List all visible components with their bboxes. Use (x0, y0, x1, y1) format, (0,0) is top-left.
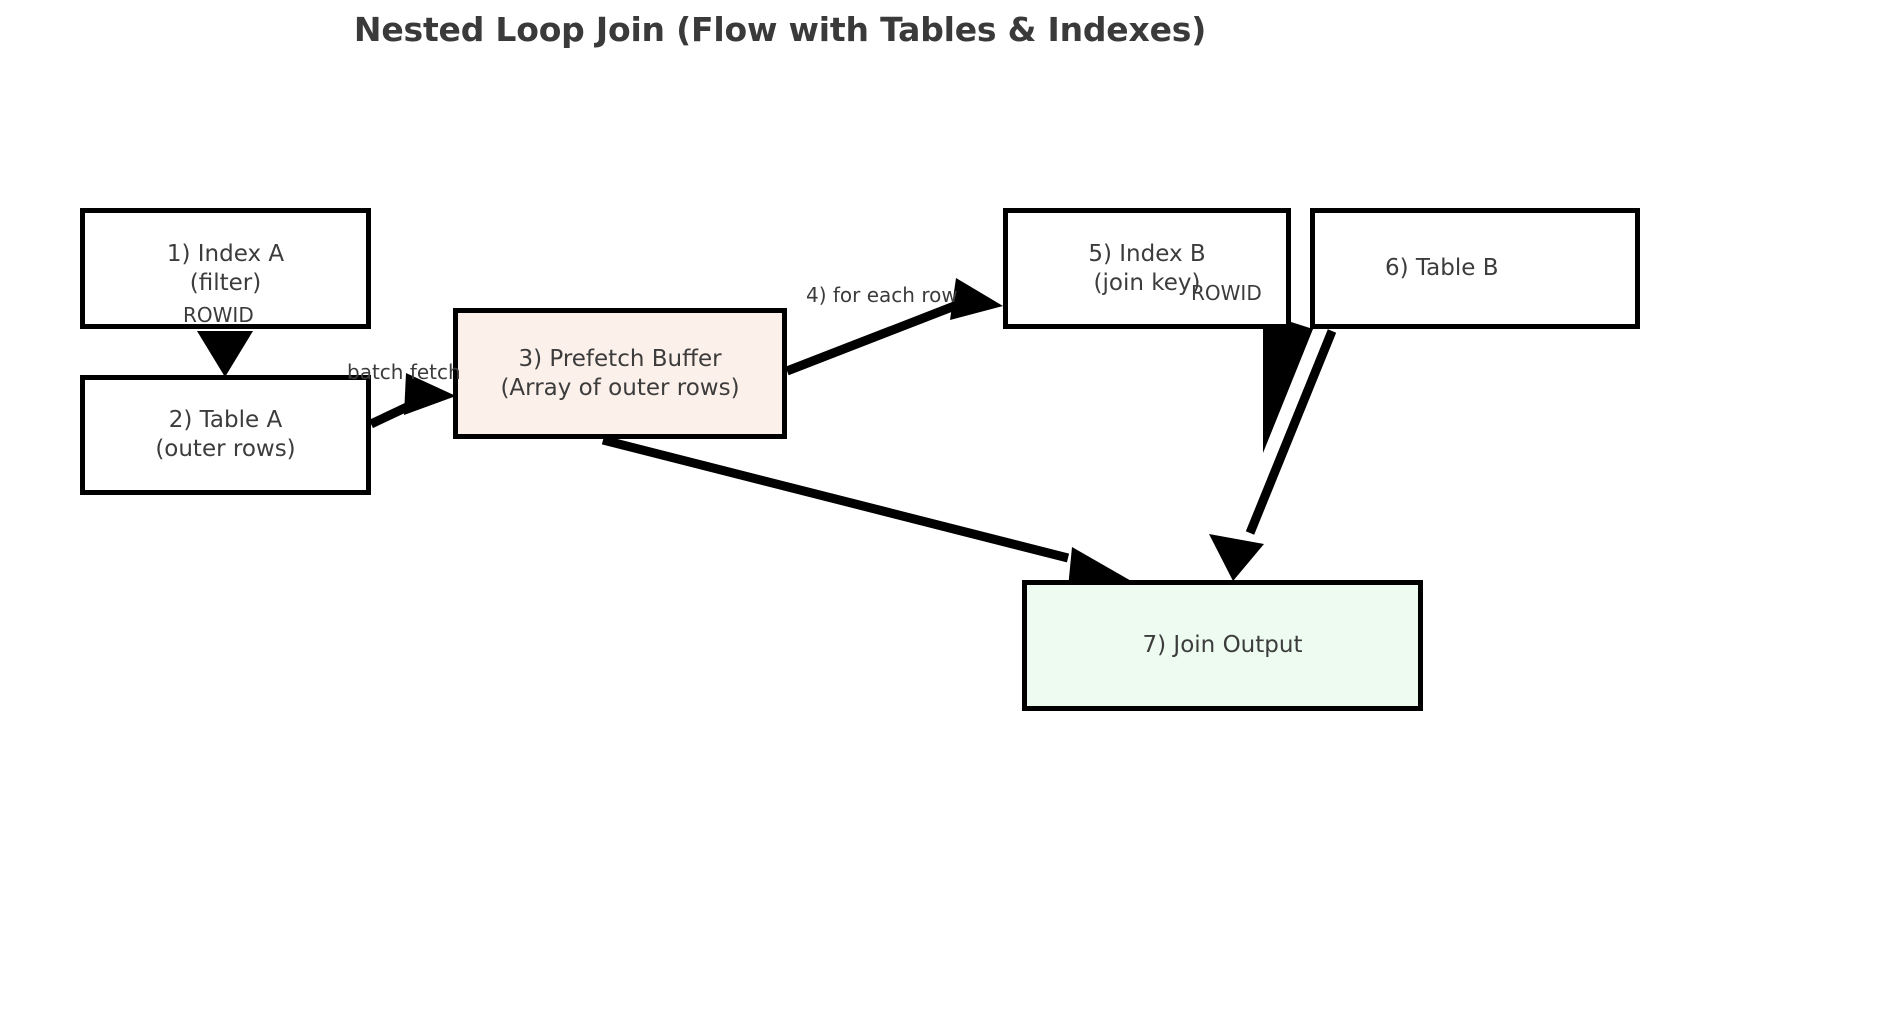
node-table-b-label: 6) Table B (1385, 255, 1499, 282)
node-prefetch-buffer-label: 3) Prefetch Buffer (Array of outer rows) (500, 345, 740, 401)
node-join-output[interactable]: 7) Join Output (1022, 580, 1423, 711)
node-table-a-label: 2) Table A (outer rows) (155, 407, 296, 462)
node-join-output-label: 7) Join Output (1142, 632, 1303, 659)
edge-prefetch-buffer-to-join-output (601, 435, 1133, 588)
edge-index-b-to-table-b (1263, 313, 1313, 453)
node-table-a[interactable]: 2) Table A (outer rows) (80, 375, 371, 495)
edge-label-rowid-b: ROWID (1191, 281, 1262, 305)
node-prefetch-buffer[interactable]: 3) Prefetch Buffer (Array of outer rows) (453, 308, 787, 439)
edge-label-batch-fetch: batch fetch (347, 360, 461, 384)
node-index-b-label: 5) Index B (join key) (1088, 240, 1206, 296)
page-title: Nested Loop Join (Flow with Tables & Ind… (353, 10, 1207, 49)
node-index-a[interactable]: 1) Index A (filter) (80, 208, 371, 329)
edge-label-for-each-row: 4) for each row (806, 283, 958, 307)
node-table-b[interactable]: 6) Table B (1310, 208, 1640, 329)
edge-table-b-to-join-output (1209, 329, 1337, 581)
edge-label-rowid-a: ROWID (183, 303, 254, 327)
node-index-b[interactable]: 5) Index B (join key) (1003, 208, 1291, 329)
edge-index-a-to-table-a (197, 331, 253, 377)
node-index-a-label: 1) Index A (filter) (166, 240, 285, 296)
